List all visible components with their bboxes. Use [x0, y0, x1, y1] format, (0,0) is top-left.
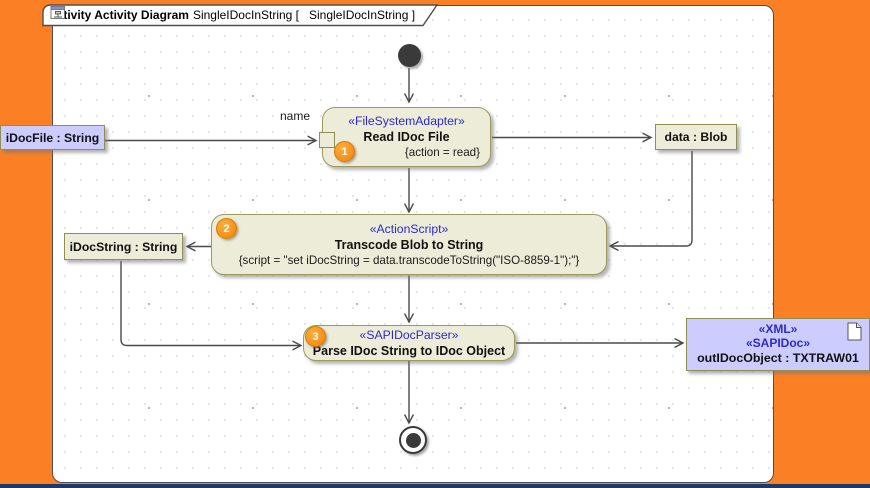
object-idocfile-string[interactable]: iDocFile : String [0, 125, 105, 150]
object-label: iDocString : String [69, 239, 178, 254]
tab-title: activity Activity Diagram SingleIDocInSt… [50, 5, 415, 25]
stereotype-label: «SAPIDoc» [745, 336, 811, 350]
stereotype-label: «SAPIDocParser» [359, 327, 459, 342]
object-data-blob[interactable]: data : Blob [655, 124, 737, 150]
final-node-core [405, 432, 421, 448]
initial-node[interactable] [398, 44, 421, 67]
stereotype-label: «XML» [758, 322, 798, 336]
object-label: data : Blob [664, 130, 728, 144]
object-idocstring-string[interactable]: iDocString : String [64, 233, 183, 260]
object-outidocobject[interactable]: «XML» «SAPIDoc» outIDocObject : TXTRAW01 [686, 318, 870, 371]
tab-shape [42, 4, 439, 27]
input-pin-name[interactable] [319, 132, 335, 148]
object-label: outIDocObject : TXTRAW01 [697, 351, 859, 365]
activity-name: Transcode Blob to String [334, 237, 484, 252]
stereotype-label: «FileSystemAdapter» [348, 114, 465, 128]
final-node[interactable] [399, 426, 427, 454]
pin-label: name [278, 109, 313, 123]
diagram-tab: activity Activity Diagram SingleIDocInSt… [42, 4, 440, 27]
document-icon [847, 322, 862, 344]
activity-constraint: {action = read} [404, 146, 480, 159]
tab-diagram-ref: SingleIDocInString ] [309, 8, 416, 22]
activity-transcode-blob[interactable]: «ActionScript» Transcode Blob to String … [211, 214, 607, 275]
stereotype-label: «ActionScript» [369, 221, 449, 236]
object-label: iDocFile : String [5, 130, 100, 145]
activity-name: Parse IDoc String to IDoc Object [312, 343, 506, 358]
tab-diagram-name: SingleIDocInString [ [192, 8, 300, 22]
step-badge-1: 1 [334, 141, 355, 162]
activity-constraint: {script = "set iDocString = data.transco… [238, 253, 580, 267]
step-badge-3: 3 [305, 326, 326, 347]
tab-keyword: activity Activity Diagram [50, 8, 189, 22]
activity-parse-idoc[interactable]: «SAPIDocParser» Parse IDoc String to IDo… [303, 325, 515, 361]
bottom-bar [0, 484, 870, 488]
activity-name: Read IDoc File [363, 130, 450, 144]
step-badge-2: 2 [216, 218, 237, 239]
